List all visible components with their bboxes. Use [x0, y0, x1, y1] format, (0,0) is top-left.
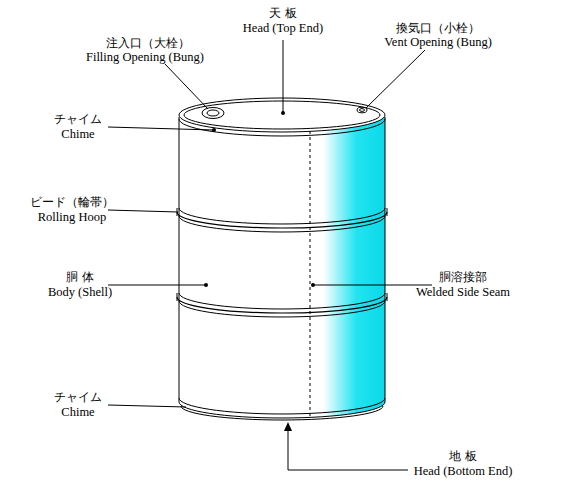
part-name-japanese: チャイム — [54, 112, 102, 126]
part-name-japanese: 注入口（大栓） — [106, 36, 190, 50]
part-name-japanese: 地 板 — [449, 449, 477, 463]
part-name-japanese: ビード（輪帯） — [30, 195, 114, 209]
part-name-english: Head (Top End) — [243, 21, 323, 35]
part-name-japanese: 換気口（小栓） — [396, 21, 480, 35]
part-name-english: Filling Opening (Bung) — [86, 50, 204, 64]
part-name-english: Body (Shell) — [48, 285, 112, 299]
part-name-english: Welded Side Seam — [416, 285, 510, 299]
part-name-english: Chime — [61, 127, 94, 141]
part-name-japanese: チャイム — [54, 390, 102, 404]
part-name-japanese: 胴 体 — [66, 270, 94, 284]
part-name-english: Head (Bottom End) — [414, 464, 513, 478]
part-name-japanese: 天 板 — [269, 6, 297, 20]
part-name-japanese: 胴溶接部 — [439, 270, 487, 284]
part-name-english: Vent Opening (Bung) — [384, 35, 492, 49]
part-name-english: Chime — [61, 405, 94, 419]
part-name-english: Rolling Hoop — [38, 210, 106, 224]
